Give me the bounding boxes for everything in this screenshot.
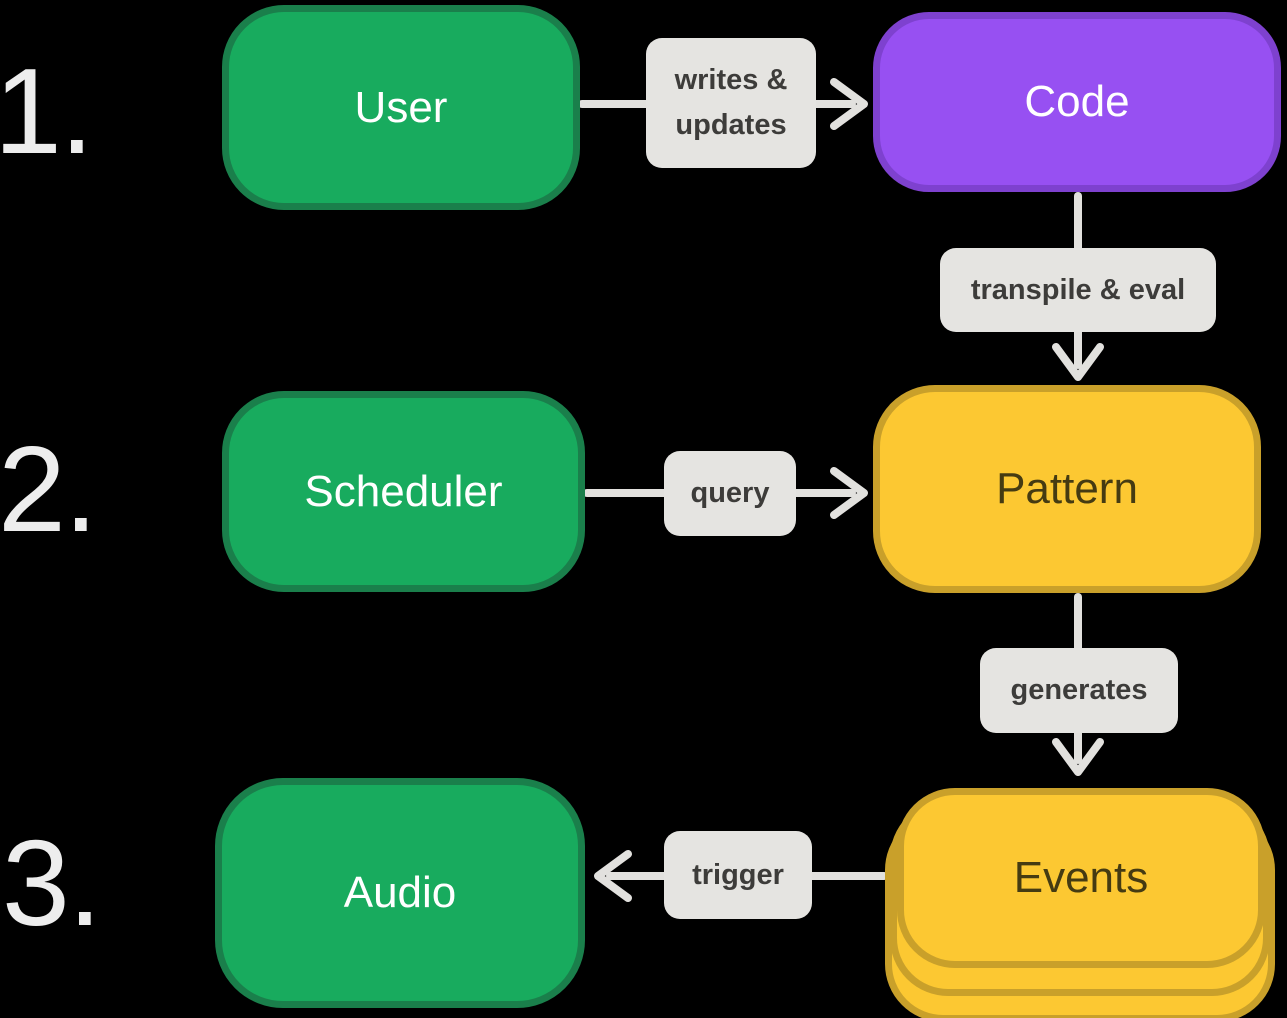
node-events: Events	[897, 788, 1265, 968]
edge-label-query: query	[664, 451, 796, 536]
step-number-1: 1.	[0, 43, 94, 179]
node-code: Code	[873, 12, 1281, 192]
edge-label-generates: generates	[980, 648, 1178, 733]
node-code-label: Code	[1024, 77, 1130, 126]
node-pattern-label: Pattern	[996, 464, 1138, 513]
step-number-3: 3.	[2, 815, 102, 951]
node-user-label: User	[354, 82, 448, 132]
node-scheduler: Scheduler	[222, 391, 585, 592]
node-scheduler-label: Scheduler	[304, 466, 503, 516]
step-number-2: 2.	[0, 421, 98, 557]
node-events-label: Events	[1013, 853, 1149, 902]
edge-label-transpile-eval: transpile & eval	[940, 248, 1216, 332]
node-audio: Audio	[215, 778, 585, 1008]
node-audio-label: Audio	[343, 868, 457, 917]
node-user: User	[222, 5, 580, 210]
edge-label-writes-updates: writes & updates	[646, 38, 816, 168]
node-pattern: Pattern	[873, 385, 1261, 593]
edge-label-trigger: trigger	[664, 831, 812, 919]
